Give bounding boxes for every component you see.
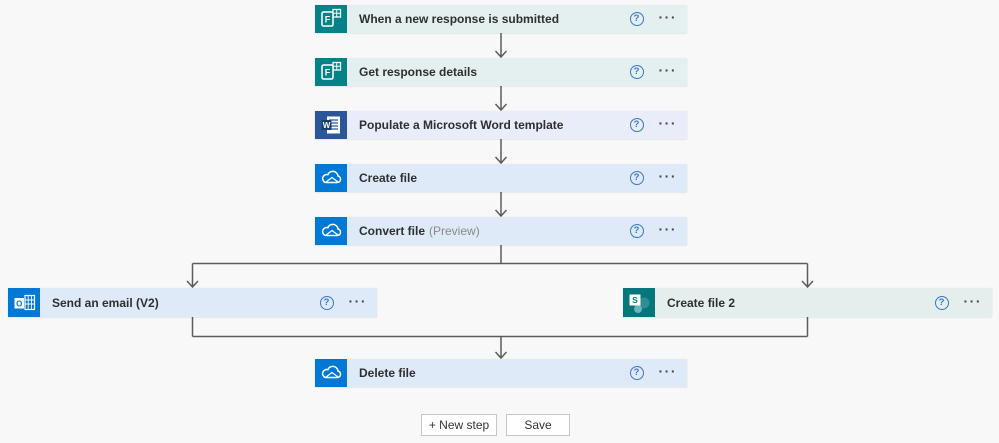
card-controls: ? ··· (629, 9, 688, 28)
card-controls: ? ··· (629, 168, 688, 187)
help-icon[interactable]: ? (629, 224, 644, 238)
step-title: Convert file (359, 224, 426, 238)
flow-step-populate-word-template[interactable]: W Populate a Microsoft Word template ? ·… (315, 111, 687, 139)
step-title: Send an email (V2) (52, 295, 159, 310)
outlook-icon: O (8, 288, 40, 317)
step-title: When a new response is submitted (359, 12, 560, 26)
card-controls: ? ··· (629, 62, 688, 81)
help-icon[interactable]: ? (629, 12, 644, 26)
flow-step-create-file-2[interactable]: S Create file 2 ? ··· (623, 288, 992, 317)
card-controls: ? ··· (934, 292, 993, 312)
menu-icon[interactable]: ··· (658, 115, 677, 131)
menu-icon[interactable]: ··· (658, 62, 677, 78)
menu-icon[interactable]: ··· (963, 292, 982, 309)
help-icon[interactable]: ? (629, 366, 644, 380)
menu-icon[interactable]: ··· (658, 221, 677, 237)
flow-step-send-an-email-v2[interactable]: O Send an email (V2) ? ··· (8, 288, 377, 317)
step-title: Get response details (359, 65, 478, 79)
step-title: Populate a Microsoft Word template (359, 118, 564, 132)
svg-text:W: W (323, 121, 331, 130)
onedrive-icon (315, 359, 347, 387)
flow-step-convert-file[interactable]: Convert file (Preview) ? ··· (315, 217, 687, 245)
help-icon[interactable]: ? (629, 118, 644, 132)
step-title: Create file 2 (667, 295, 736, 310)
onedrive-icon (315, 217, 347, 245)
new-step-button[interactable]: + New step (421, 414, 497, 436)
flow-step-create-file[interactable]: Create file ? ··· (315, 164, 687, 192)
word-icon: W (315, 111, 347, 139)
help-icon[interactable]: ? (319, 295, 334, 310)
svg-text:F: F (325, 15, 331, 25)
step-title: Delete file (359, 366, 416, 380)
svg-text:F: F (325, 68, 331, 78)
menu-icon[interactable]: ··· (348, 292, 367, 309)
menu-icon[interactable]: ··· (658, 9, 677, 25)
menu-icon[interactable]: ··· (658, 168, 677, 184)
card-controls: ? ··· (629, 115, 688, 134)
card-controls: ? ··· (319, 292, 378, 312)
step-title: Create file (359, 171, 418, 185)
onedrive-icon (315, 164, 347, 192)
step-preview-tag: (Preview) (429, 224, 480, 238)
help-icon[interactable]: ? (934, 295, 949, 310)
flow-step-get-response-details[interactable]: F Get response details ? ··· (315, 58, 687, 86)
flow-step-delete-file[interactable]: Delete file ? ··· (315, 359, 687, 387)
help-icon[interactable]: ? (629, 65, 644, 79)
menu-icon[interactable]: ··· (658, 363, 677, 379)
svg-text:O: O (16, 299, 22, 308)
forms-icon: F (315, 58, 347, 86)
forms-icon: F (315, 5, 347, 33)
svg-text:S: S (632, 295, 638, 305)
flow-step-when-a-new-response-is-submitted[interactable]: F When a new response is submitted ? ··· (315, 5, 687, 33)
save-button[interactable]: Save (506, 414, 570, 436)
help-icon[interactable]: ? (629, 171, 644, 185)
card-controls: ? ··· (629, 363, 688, 382)
card-controls: ? ··· (629, 221, 688, 240)
sharepoint-icon: S (623, 288, 655, 317)
